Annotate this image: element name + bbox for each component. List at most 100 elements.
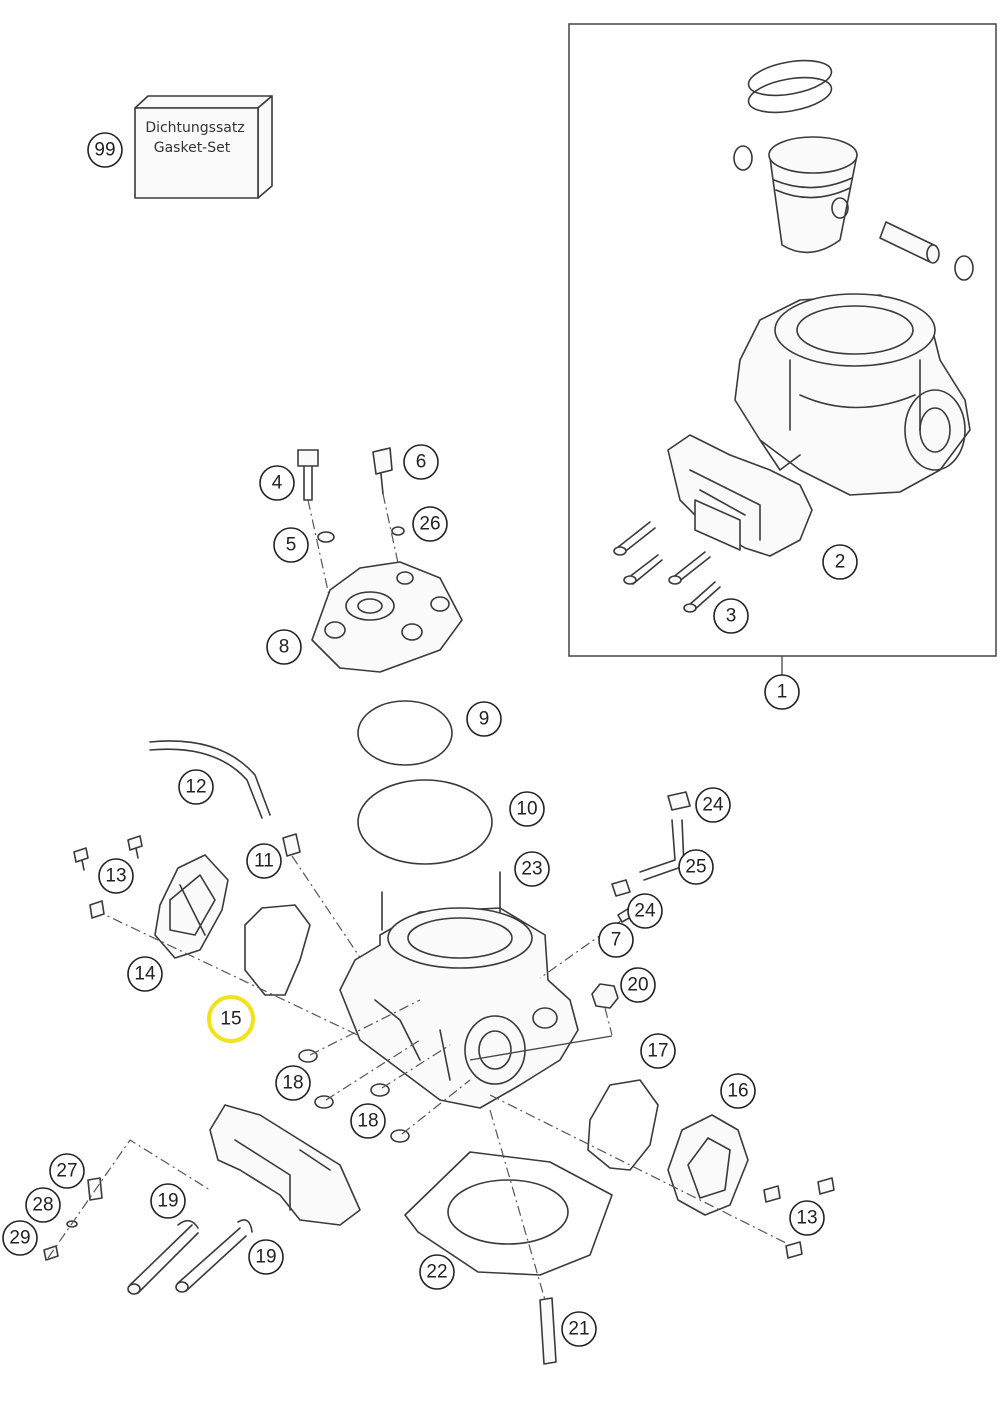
svg-text:22: 22 — [426, 1262, 447, 1283]
svg-text:29: 29 — [9, 1228, 30, 1249]
callout-24-top[interactable]: 24 — [695, 787, 731, 823]
valve-pin-set[interactable] — [43, 1177, 103, 1261]
svg-text:3: 3 — [726, 606, 737, 627]
callout-5[interactable]: 5 — [273, 527, 309, 563]
callout-9[interactable]: 9 — [466, 701, 502, 737]
gasket-set-box[interactable]: Dichtungssatz Gasket-Set — [134, 95, 273, 199]
head-o-ring-small[interactable] — [357, 700, 453, 766]
callout-13-right[interactable]: 13 — [789, 1200, 825, 1236]
svg-text:15: 15 — [220, 1009, 241, 1030]
exhaust-flange-bolts[interactable] — [127, 1224, 247, 1295]
callout-11[interactable]: 11 — [246, 843, 282, 879]
svg-text:14: 14 — [134, 964, 156, 985]
svg-text:19: 19 — [157, 1191, 178, 1212]
svg-text:9: 9 — [479, 709, 490, 730]
head-o-ring-large[interactable] — [357, 779, 493, 865]
callout-12[interactable]: 12 — [178, 769, 214, 805]
temperature-sensor[interactable] — [372, 447, 393, 495]
svg-text:6: 6 — [416, 452, 427, 473]
callout-1[interactable]: 1 — [764, 674, 800, 710]
head-bolt[interactable] — [297, 449, 319, 501]
callout-2[interactable]: 2 — [822, 544, 858, 580]
callout-99[interactable]: 99 — [87, 132, 123, 168]
callout-14[interactable]: 14 — [127, 956, 163, 992]
callout-17[interactable]: 17 — [640, 1033, 676, 1069]
base-gasket[interactable] — [404, 1151, 613, 1276]
callout-19-top[interactable]: 19 — [150, 1183, 186, 1219]
svg-text:24: 24 — [702, 795, 724, 816]
callout-16[interactable]: 16 — [720, 1073, 756, 1109]
drain-plug[interactable] — [591, 983, 619, 1009]
dowel-pin[interactable] — [539, 1297, 557, 1365]
svg-text:18: 18 — [282, 1073, 303, 1094]
svg-text:5: 5 — [286, 535, 297, 556]
gasket-set-label-en: Gasket-Set — [154, 140, 231, 156]
svg-text:17: 17 — [647, 1041, 668, 1062]
piston-pin[interactable] — [879, 221, 940, 264]
piston-circlip-right[interactable] — [954, 255, 974, 281]
svg-text:13: 13 — [796, 1208, 817, 1229]
right-cover-gasket[interactable] — [587, 1079, 659, 1171]
piston-rings[interactable] — [746, 55, 834, 118]
exhaust-flange[interactable] — [209, 1104, 361, 1226]
callout-25[interactable]: 25 — [678, 849, 714, 885]
svg-text:1: 1 — [777, 682, 788, 703]
svg-text:21: 21 — [568, 1319, 589, 1340]
cylinder-kit-flange[interactable] — [667, 434, 813, 557]
right-cover-screws[interactable] — [763, 1177, 835, 1259]
callout-26[interactable]: 26 — [412, 506, 448, 542]
svg-text:4: 4 — [272, 473, 283, 494]
sensor-seal-ring[interactable] — [391, 526, 405, 536]
valve-cover-screws-left[interactable] — [73, 835, 143, 919]
right-cover[interactable] — [667, 1114, 749, 1216]
coolant-hose[interactable] — [639, 819, 685, 881]
hose-nipple[interactable] — [282, 833, 301, 857]
breather-hose[interactable] — [149, 740, 271, 819]
lock-washer-right[interactable] — [237, 1219, 253, 1233]
svg-text:25: 25 — [685, 857, 706, 878]
svg-text:7: 7 — [611, 930, 622, 951]
gasket-set-label-de: Dichtungssatz — [145, 120, 244, 136]
callout-13-left[interactable]: 13 — [98, 858, 134, 894]
callout-24-bottom[interactable]: 24 — [627, 893, 663, 929]
valve-cover-gasket[interactable] — [244, 904, 311, 996]
svg-text:23: 23 — [521, 859, 542, 880]
callout-15[interactable]: 15 — [207, 995, 255, 1043]
callout-29[interactable]: 29 — [2, 1220, 38, 1256]
cylinder-kit-bolts[interactable] — [613, 521, 721, 613]
callout-8[interactable]: 8 — [266, 629, 302, 665]
svg-text:99: 99 — [94, 140, 115, 161]
callout-22[interactable]: 22 — [419, 1254, 455, 1290]
head-bolt-washer[interactable] — [317, 531, 335, 543]
svg-text:10: 10 — [516, 799, 537, 820]
callout-4[interactable]: 4 — [259, 465, 295, 501]
lock-washer-left[interactable] — [177, 1219, 199, 1229]
hose-clamp-bottom[interactable] — [611, 879, 631, 897]
svg-text:18: 18 — [357, 1111, 378, 1132]
piston[interactable] — [768, 136, 858, 254]
cylinder-head[interactable] — [311, 561, 463, 673]
valve-cover-left[interactable] — [154, 854, 229, 959]
callout-10[interactable]: 10 — [509, 791, 545, 827]
hose-clamp-top[interactable] — [667, 791, 691, 811]
cylinder[interactable] — [339, 907, 579, 1109]
callout-6[interactable]: 6 — [403, 444, 439, 480]
callout-18-left[interactable]: 18 — [275, 1065, 311, 1101]
cylinder-kit-cylinder[interactable] — [734, 293, 971, 496]
callout-19-bottom[interactable]: 19 — [248, 1239, 284, 1275]
callout-21[interactable]: 21 — [561, 1311, 597, 1347]
svg-text:8: 8 — [279, 637, 290, 658]
piston-circlip-left[interactable] — [733, 145, 753, 171]
callout-18-right[interactable]: 18 — [350, 1103, 386, 1139]
callout-27[interactable]: 27 — [49, 1153, 85, 1189]
callout-20[interactable]: 20 — [620, 967, 656, 1003]
callout-28[interactable]: 28 — [25, 1187, 61, 1223]
callout-7[interactable]: 7 — [598, 922, 634, 958]
cylinder-studs[interactable] — [381, 871, 501, 931]
callout-23[interactable]: 23 — [514, 851, 550, 887]
callout-3[interactable]: 3 — [713, 598, 749, 634]
svg-text:19: 19 — [255, 1247, 276, 1268]
svg-text:24: 24 — [634, 901, 656, 922]
svg-text:12: 12 — [185, 777, 206, 798]
svg-text:20: 20 — [627, 975, 648, 996]
